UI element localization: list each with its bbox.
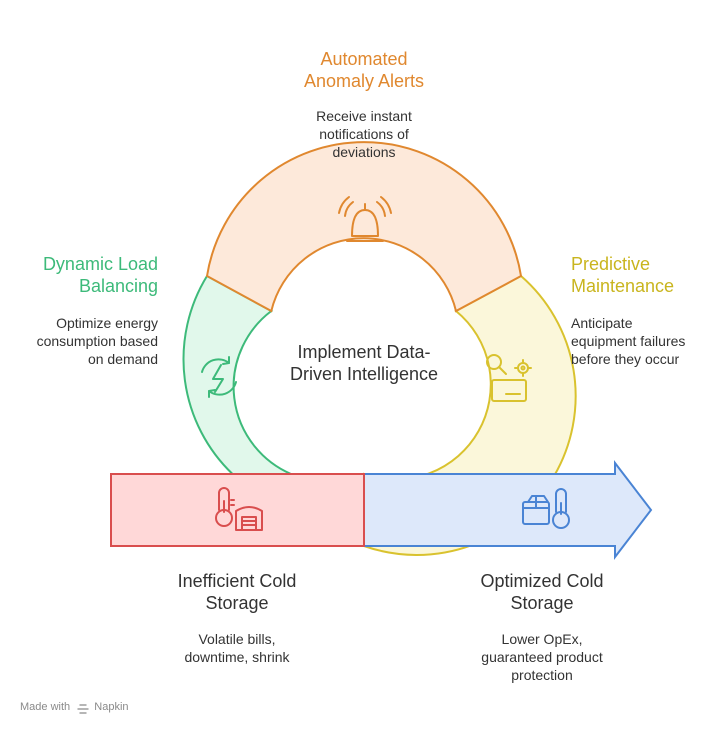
- center-label: Implement Data- Driven Intelligence: [289, 342, 439, 384]
- maintenance-description: Anticipate equipment failures before the…: [571, 315, 686, 368]
- ring-segment-load: [182, 274, 292, 475]
- search-gear-icon: [486, 354, 532, 402]
- napkin-logo-icon: [77, 704, 89, 714]
- inefficient-title: Inefficient Cold Storage: [177, 571, 297, 613]
- alerts-title: Automated Anomaly Alerts: [303, 49, 425, 91]
- alerts-description: Receive instant notifications of deviati…: [316, 108, 412, 161]
- alarm-bell-icon: [338, 196, 392, 242]
- inefficient-box: [110, 473, 365, 547]
- optimized-description: Lower OpEx, guaranteed product protectio…: [481, 631, 603, 684]
- box-thermometer-icon: [522, 488, 570, 529]
- optimized-arrow: [363, 460, 653, 560]
- refresh-energy-icon: [201, 356, 237, 398]
- maintenance-title: Predictive Maintenance: [571, 254, 675, 296]
- napkin-brand: Napkin: [94, 701, 129, 713]
- ring-segment-alerts: [205, 141, 523, 313]
- made-with-footer: Made with Napkin: [20, 701, 129, 713]
- made-with-label: Made with: [20, 701, 71, 713]
- thermometer-warehouse-icon: [215, 487, 263, 531]
- load-description: Optimize energy consumption based on dem…: [36, 315, 158, 368]
- load-title: Dynamic Load Balancing: [42, 254, 158, 296]
- optimized-title: Optimized Cold Storage: [480, 571, 604, 613]
- inefficient-description: Volatile bills, downtime, shrink: [184, 631, 290, 666]
